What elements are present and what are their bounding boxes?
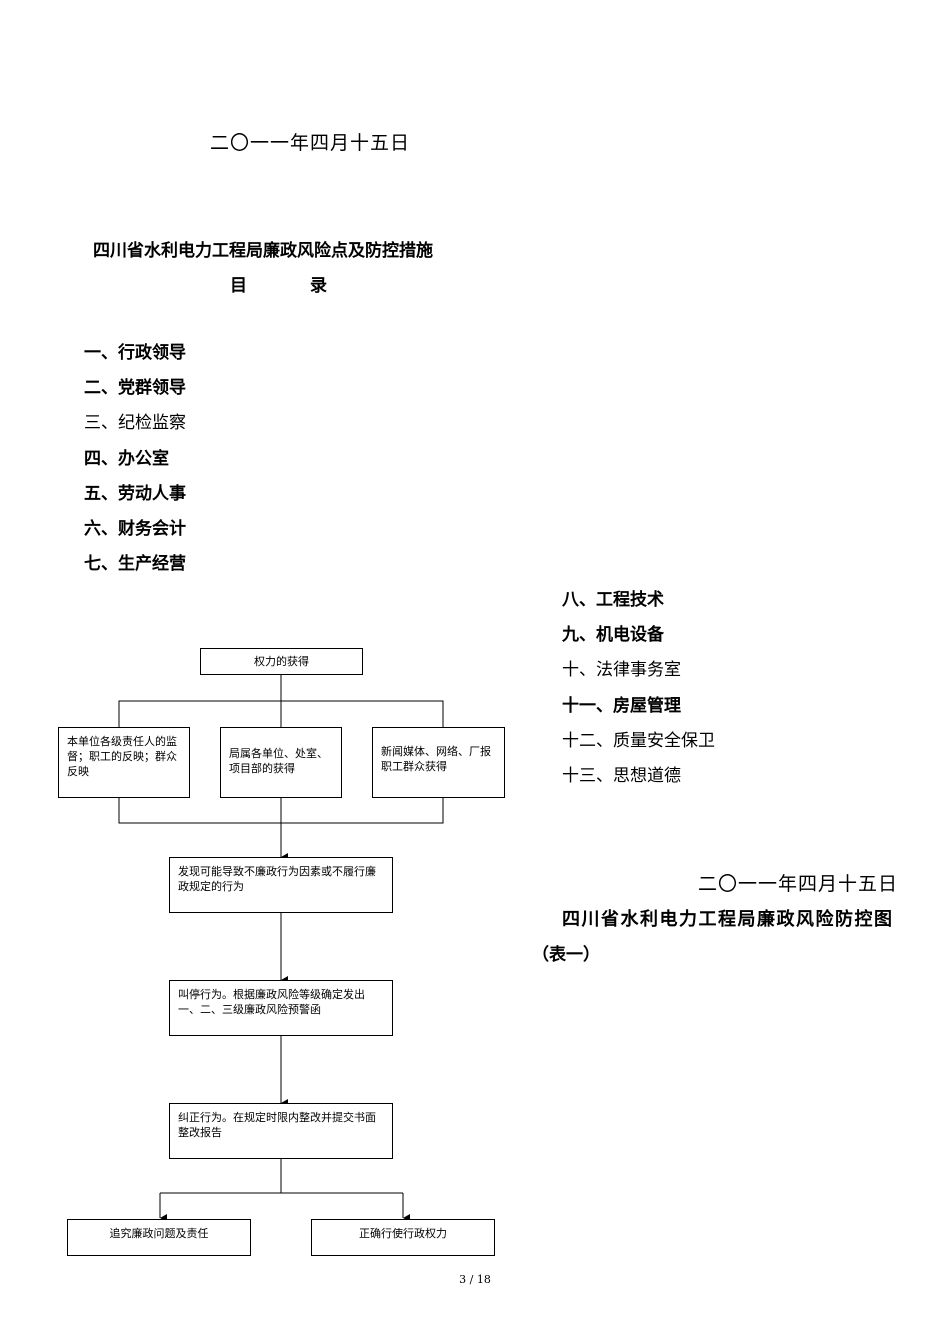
- toc-item: 二、党群领导: [84, 378, 186, 399]
- flowchart-title: 四川省水利电力工程局廉政风险防控图: [562, 909, 894, 930]
- flow-box-source: 新闻媒体、网络、厂报职工群众获得: [372, 727, 505, 798]
- flow-box-top: 权力的获得: [200, 648, 363, 675]
- page-number: 3 / 18: [459, 1273, 491, 1286]
- toc-item: 六、财务会计: [84, 518, 186, 539]
- toc-item: 一、行政领导: [84, 343, 186, 363]
- toc-item: 三、纪检监察: [84, 413, 186, 434]
- date-right: 二〇一一年四月十五日: [698, 873, 899, 895]
- toc-item: 十三、思想道德: [562, 765, 681, 786]
- toc-list-left: 一、行政领导 二、党群领导 三、纪检监察 四、办公室 五、劳动人事 六、财务会计…: [84, 340, 186, 586]
- flow-box-step3: 纠正行为。在规定时限内整改并提交书面整改报告: [169, 1103, 393, 1159]
- toc-list-right: 八、工程技术 九、机电设备 十、法律事务室 十一、房屋管理 十二、质量安全保卫 …: [562, 587, 715, 798]
- toc-item: 八、工程技术: [562, 590, 664, 610]
- toc-item: 十、法律事务室: [562, 660, 681, 681]
- document-title: 四川省水利电力工程局廉政风险点及防控措施: [93, 241, 433, 261]
- date-top: 二〇一一年四月十五日: [210, 132, 411, 154]
- toc-item: 五、劳动人事: [84, 483, 186, 504]
- toc-heading-left: 目: [230, 276, 247, 296]
- flow-box-source: 局属各单位、处室、项目部的获得: [220, 727, 342, 798]
- toc-item: 九、机电设备: [562, 625, 664, 646]
- flow-box-step2: 叫停行为。根据廉政风险等级确定发出一、二、三级廉政风险预警函: [169, 980, 393, 1036]
- toc-item: 十一、房屋管理: [562, 695, 681, 716]
- toc-item: 七、生产经营: [84, 554, 186, 575]
- toc-item: 十二、质量安全保卫: [562, 730, 715, 751]
- flow-box-outcome-right: 正确行使行政权力: [311, 1219, 495, 1256]
- table-number: （表一）: [532, 945, 600, 965]
- toc-item: 四、办公室: [84, 448, 169, 469]
- toc-heading-right: 录: [310, 276, 327, 296]
- flow-box-source: 本单位各级责任人的监督；职工的反映；群众反映: [58, 727, 190, 798]
- flow-box-outcome-left: 追究廉政问题及责任: [67, 1219, 251, 1256]
- flow-box-step1: 发现可能导致不廉政行为因素或不履行廉政规定的行为: [169, 857, 393, 913]
